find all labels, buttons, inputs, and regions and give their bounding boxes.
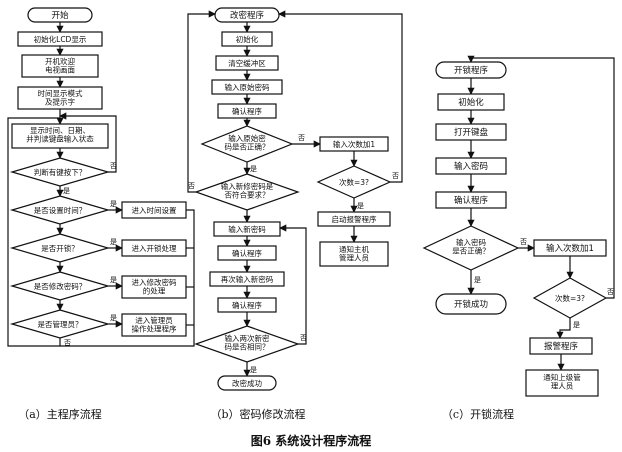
text-line: 是否正确？ (452, 246, 490, 256)
b-old-yes-label: 是 (250, 165, 257, 173)
text-line: 通知主机 (339, 244, 369, 254)
figure-caption: 图6 系统设计程序流程 (251, 433, 372, 448)
b-decision-new-text: 输入新修密码是否符合要求？ (221, 181, 274, 200)
c-notify-text: 通知上级管理人员 (543, 372, 581, 391)
a-proc-manage-text: 进入管理员操作处理程序 (132, 315, 177, 334)
b-decision-old-text: 输入原始密码是否正确？ (225, 133, 270, 152)
a-read-key-box (11, 123, 109, 149)
text-line: 输入原始密 (228, 133, 266, 143)
text-line: 输入密码 (456, 237, 486, 247)
b-confirm-text: 确认程序 (232, 106, 262, 116)
text-line: 的处理 (143, 286, 166, 296)
b-confirm3-text: 确认程序 (232, 300, 262, 310)
text-line: 显示时间、日期、 (30, 125, 90, 135)
a-proc-unlock-text: 进入开锁处理 (132, 243, 177, 253)
a-decision-change-text: 是否修改密码？ (34, 281, 87, 291)
a-manage-no-label: 否 (64, 339, 71, 347)
a-decision-time-text: 是否设置时间？ (34, 205, 87, 215)
b-clear-text: 清空缓冲区 (228, 58, 266, 68)
text-line: 操作处理程序 (132, 324, 177, 334)
b-count-text: 输入次数加1 (333, 139, 375, 149)
a-caption: （a）主程序流程 (18, 407, 102, 421)
b-input-old-text: 输入原始密码 (225, 82, 270, 92)
c-confirm-text: 确认程序 (454, 195, 489, 206)
b-new-no-label: 否 (188, 182, 195, 190)
c-count-no-label: 否 (607, 288, 614, 296)
flowchart-c: 开锁程序 初始化 打开键盘 输入密码 确认程序 输入密码是否正确？ 否 是 开锁… (422, 55, 615, 421)
a-decision-manage-text: 是否管理员？ (38, 319, 83, 329)
text-line: 理人员 (551, 382, 574, 391)
c-alarm-text: 报警程序 (544, 341, 579, 352)
b-caption: （b）密码修改流程 (210, 407, 305, 421)
a-welcome-text: 开机欢迎电视画面 (45, 56, 75, 75)
a-unlock-yes-label: 是 (110, 238, 117, 246)
flowchart-b: 改密程序 初始化 清空缓冲区 输入原始密码 确认程序 输入原始密码是否正确？ 否… (187, 7, 403, 421)
a-init-text: 初始化LCD显示 (34, 34, 87, 44)
b-input-again-text: 再次输入新密码 (221, 274, 274, 284)
text-line: 进入管理员 (135, 315, 173, 325)
c-pwd-yes-label: 是 (474, 276, 481, 284)
c-pwd-no-label: 否 (520, 238, 527, 246)
c-caption: （c）开锁流程 (442, 407, 514, 421)
a-key-yes-label: 是 (63, 187, 70, 195)
b-same-yes-label: 是 (250, 366, 257, 374)
text-line: 否符合要求？ (225, 190, 270, 200)
c-success-text: 开锁成功 (454, 299, 488, 310)
b-decision-count-text: 次数=3? (339, 177, 369, 187)
c-start-text: 开锁程序 (454, 65, 489, 76)
text-line: 开机欢迎 (45, 56, 75, 66)
b-notify-text: 通知主机管理人员 (339, 244, 369, 263)
b-start-text: 改密程序 (230, 10, 265, 21)
b-done-terminal (217, 375, 277, 391)
a-proc-time-text: 进入时间设置 (132, 205, 177, 215)
b-alarm-text: 启动报警程序 (332, 214, 377, 224)
text-line: 时间显示模式 (38, 88, 83, 98)
c-success-terminal (435, 293, 507, 315)
text-line: 输入新修密码是 (221, 181, 274, 191)
a-decision-unlock-text: 是否开锁？ (41, 243, 79, 253)
b-confirm2-text: 确认程序 (232, 248, 262, 258)
c-open-screen-text: 打开键盘 (454, 127, 489, 138)
text-line: 及提示字 (45, 97, 75, 107)
b-init-text: 初始化 (236, 34, 259, 44)
text-line: 码是否正确？ (225, 142, 270, 152)
a-key-no-label: 否 (110, 162, 117, 170)
text-line: 进入修改密码 (132, 277, 177, 287)
b-count-no-label: 否 (392, 172, 399, 180)
b-input-new-text: 输入新密码 (228, 224, 266, 234)
text-line: 管理人员 (339, 253, 369, 263)
c-decision-pwd-text: 输入密码是否正确？ (452, 237, 490, 256)
text-line: 通知上级管 (543, 372, 581, 382)
c-init-text: 初始化 (458, 97, 484, 108)
text-line: 码是否相同？ (225, 342, 270, 352)
a-manage-yes-label: 是 (110, 314, 117, 322)
b-old-no-label: 否 (298, 134, 305, 142)
a-time-display-text: 时间显示模式及提示字 (38, 88, 83, 107)
a-read-key-text: 显示时间、日期、并判读键盘输入状态 (26, 125, 94, 144)
c-notify-box (525, 369, 599, 397)
text-line: 电视画面 (45, 65, 75, 75)
b-same-no-label: 否 (300, 334, 307, 342)
a-proc-change-text: 进入修改密码的处理 (132, 277, 177, 296)
b-count-yes-label: 是 (357, 202, 364, 210)
c-decision-count-text: 次数=3? (555, 293, 585, 303)
b-decision-same-text: 输入两次新密码是否相同？ (225, 333, 270, 352)
text-line: 输入两次新密 (225, 333, 270, 343)
c-input-pwd-text: 输入密码 (454, 161, 488, 172)
a-time-yes-label: 是 (110, 200, 117, 208)
a-decision-key-text: 判断有键按下？ (34, 167, 87, 177)
flowchart-a: 开始 初始化LCD显示 开机欢迎电视画面 时间显示模式及提示字 显示时间、日期、… (7, 7, 195, 421)
c-count-yes-label: 是 (573, 321, 580, 329)
b-notify-box (319, 241, 389, 267)
c-count-text: 输入次数加1 (546, 243, 594, 254)
b-done-text: 改密成功 (232, 378, 262, 388)
a-start-text: 开始 (51, 10, 69, 21)
text-line: 并判读键盘输入状态 (26, 134, 94, 144)
a-change-yes-label: 是 (110, 276, 117, 284)
